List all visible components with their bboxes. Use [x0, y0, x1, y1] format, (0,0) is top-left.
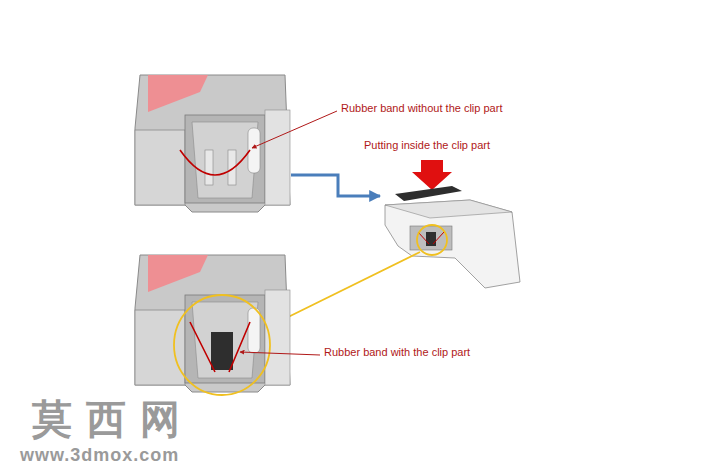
assembly-with-clip	[385, 186, 520, 288]
watermark: 莫西网	[32, 396, 194, 442]
callout-label: Rubber band without the clip part	[341, 102, 502, 115]
push-arrow	[412, 160, 452, 190]
watermark-url: www.3dmox.com	[20, 445, 179, 466]
callout-label: Putting inside the clip part	[364, 139, 490, 152]
housing-with-clip	[135, 255, 320, 395]
flow-arrow	[291, 175, 380, 196]
callout-label: Rubber band with the clip part	[324, 346, 470, 359]
zoom-arrow	[274, 252, 420, 324]
housing-without-clip	[135, 75, 337, 212]
